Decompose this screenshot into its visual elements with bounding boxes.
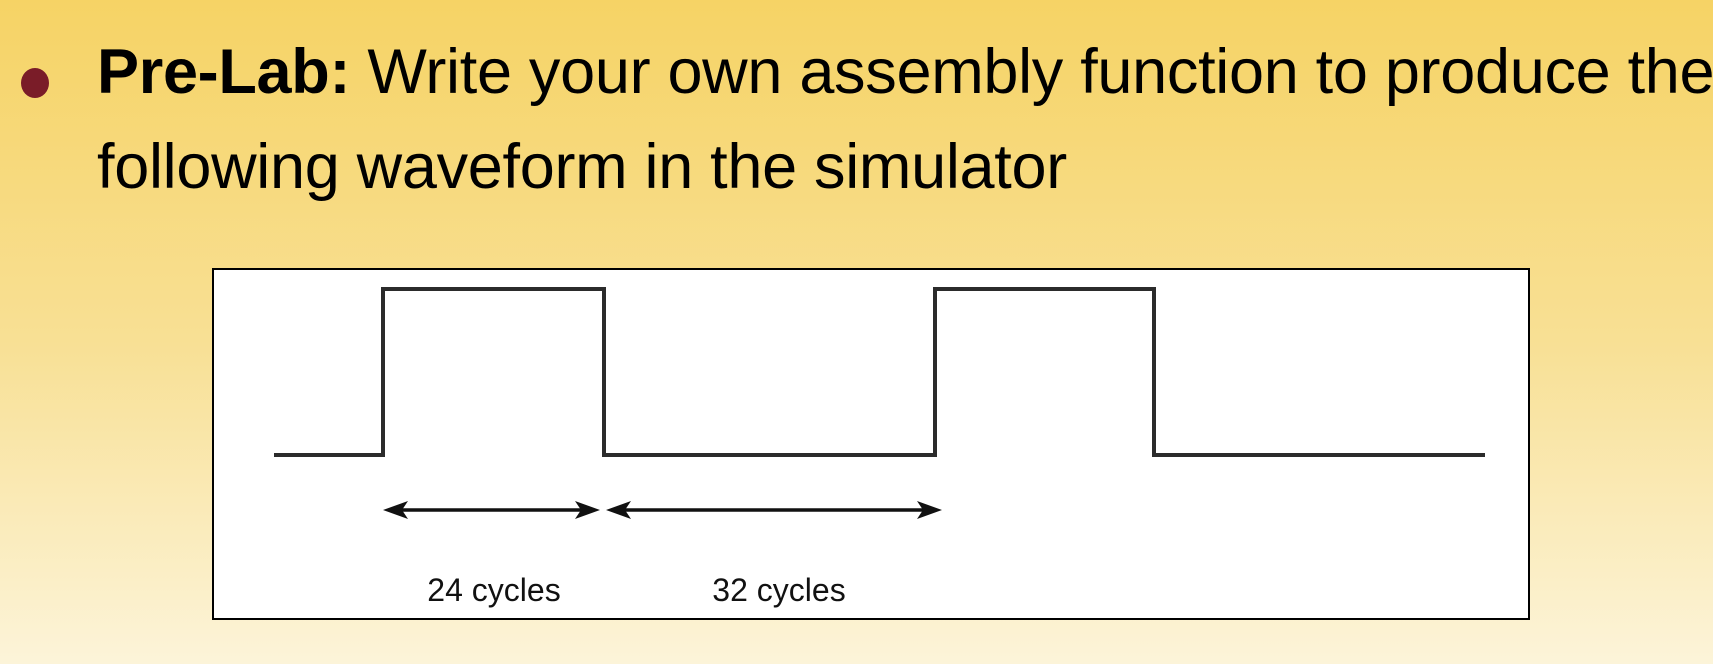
dimension-annotation-1: 24 cycles (383, 501, 600, 608)
dimension-label: 24 cycles (427, 572, 560, 608)
waveform-svg: 24 cycles 32 cycles (274, 287, 1485, 608)
arrowhead-left-icon (606, 501, 631, 519)
waveform-figure: 24 cycles 32 cycles (212, 268, 1530, 620)
bullet-text-line1: Write your own assembly function to prod… (350, 37, 1713, 107)
arrowhead-right-icon (575, 501, 600, 519)
dimension-annotation-2: 32 cycles (606, 501, 942, 608)
dimension-label: 32 cycles (712, 572, 845, 608)
arrowhead-right-icon (917, 501, 942, 519)
waveform-line (274, 287, 1485, 457)
bullet-list-item: Pre-Lab: Write your own assembly functio… (0, 25, 1713, 215)
arrowhead-left-icon (383, 501, 408, 519)
bullet-icon (21, 68, 49, 98)
bullet-text: Pre-Lab: Write your own assembly functio… (97, 25, 1713, 215)
pre-lab-label: Pre-Lab: (97, 37, 351, 107)
bullet-text-line2: following waveform in the simulator (97, 132, 1067, 202)
